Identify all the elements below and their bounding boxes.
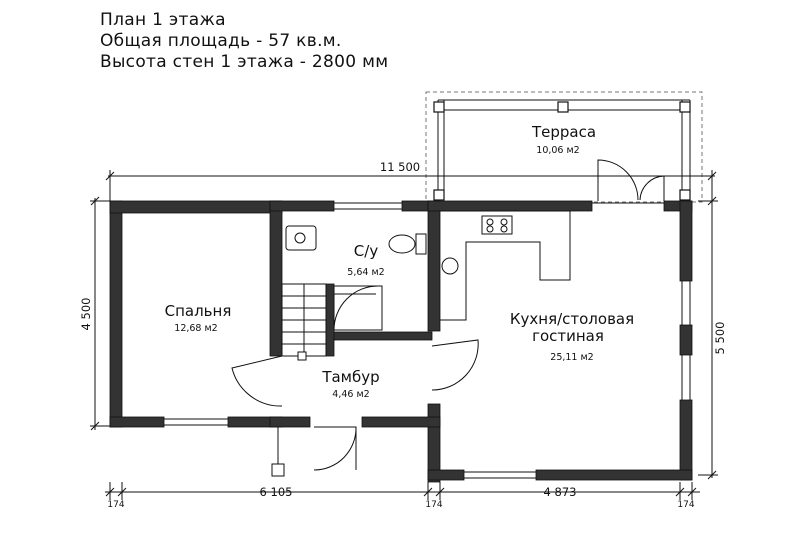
left-dimension-line (90, 196, 110, 431)
vestibule-area: 4,46 м2 (332, 389, 369, 400)
porch-post (271, 463, 285, 477)
plan-title: План 1 этажа (100, 10, 226, 30)
bottom-right-span-dimension: 4 873 (544, 485, 577, 499)
bathroom-name: С/у (354, 242, 379, 260)
staircase (281, 283, 327, 357)
terrace-area: 10,06 м2 (536, 145, 579, 156)
vestibule-name: Тамбур (321, 368, 379, 386)
bathroom-fixtures (285, 225, 427, 331)
kitchen-name-line1: Кухня/столовая (510, 310, 634, 328)
kitchen-area: 25,11 м2 (550, 352, 593, 363)
bottom-wall-right-dimension: 174 (677, 500, 694, 510)
bottom-dimension-line (105, 482, 700, 500)
bedroom-name: Спальня (165, 302, 232, 320)
total-width-dimension: 11 500 (380, 160, 420, 174)
bottom-wall-middle-dimension: 174 (425, 500, 442, 510)
terrace-name: Терраса (531, 123, 596, 141)
windows (164, 202, 691, 479)
bedroom-area: 12,68 м2 (174, 323, 217, 334)
terrace-railing (437, 99, 691, 196)
stair-post (297, 351, 307, 361)
kitchen-counter (440, 210, 571, 321)
wall-height-label: Высота стен 1 этажа - 2800 мм (100, 52, 389, 72)
walls (109, 200, 693, 483)
left-depth-dimension: 4 500 (79, 298, 93, 331)
right-depth-dimension: 5 500 (713, 322, 727, 355)
plan-title-block: План 1 этажа Общая площадь - 57 кв.м. Вы… (100, 10, 388, 73)
terrace-posts (433, 101, 691, 201)
right-dimension-line (698, 196, 718, 480)
kitchen-name-line2: гостиная (532, 327, 604, 345)
bottom-wall-left-dimension: 174 (107, 500, 124, 510)
bathroom-area: 5,64 м2 (347, 267, 384, 278)
total-area-label: Общая площадь - 57 кв.м. (100, 31, 342, 51)
doors (231, 159, 665, 471)
bottom-left-span-dimension: 6 105 (260, 485, 293, 499)
terrace-outline (425, 91, 703, 203)
top-dimension-line (105, 170, 717, 205)
